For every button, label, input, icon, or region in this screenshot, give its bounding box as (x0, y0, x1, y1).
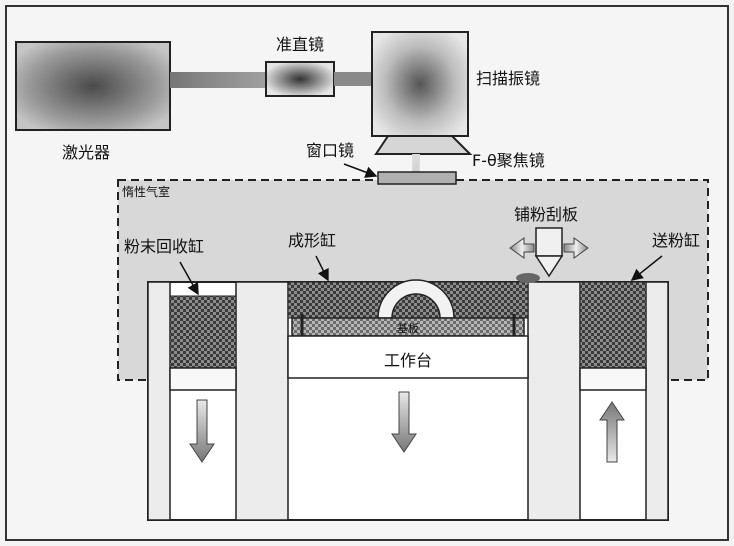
left-divider-wall (235, 281, 289, 521)
scanner-label: 扫描振镜 (476, 69, 540, 88)
recovery-powder (169, 295, 237, 369)
forming-leader (315, 255, 329, 282)
build-platform (287, 335, 529, 379)
right-divider-wall (527, 281, 581, 521)
substrate-label: 基板 (397, 321, 419, 335)
work-table-label: 工作台 (384, 351, 432, 370)
feed-up-arrow-icon (599, 401, 625, 463)
window-label: 窗口镜 (306, 141, 354, 160)
right-outer-wall (645, 281, 669, 521)
window-leader (343, 163, 378, 178)
collimator-box (265, 61, 335, 97)
feed-label: 送粉缸 (652, 231, 700, 250)
laser-beam-1 (170, 72, 266, 88)
recoater-body (535, 227, 563, 257)
forming-label: 成形缸 (288, 231, 336, 250)
laser-box (15, 41, 171, 131)
window-lens (377, 171, 457, 185)
forming-down-arrow-icon (391, 391, 417, 453)
feed-leader (630, 255, 663, 281)
move-left-arrow-icon (509, 237, 535, 259)
move-right-arrow-icon (563, 237, 589, 259)
recoater-blade (534, 255, 564, 278)
laser-beam-2 (334, 72, 372, 86)
inert-chamber-label: 惰性气室 (122, 184, 170, 199)
powder-heap (516, 273, 540, 283)
recovery-piston (169, 367, 237, 391)
scanner-box (371, 31, 469, 137)
left-outer-wall (147, 281, 171, 521)
recovery-leader (179, 261, 199, 296)
built-part (377, 279, 455, 319)
ftheta-label: F-θ聚焦镜 (472, 151, 545, 170)
ftheta-lens (374, 135, 473, 155)
feed-piston (579, 367, 647, 391)
recovery-down-arrow-icon (189, 399, 215, 463)
recovery-label: 粉末回收缸 (124, 237, 204, 256)
laser-label: 激光器 (62, 143, 110, 162)
feed-powder (579, 281, 647, 369)
collimator-label: 准直镜 (276, 35, 324, 54)
recoater-label: 铺粉刮板 (514, 205, 578, 224)
